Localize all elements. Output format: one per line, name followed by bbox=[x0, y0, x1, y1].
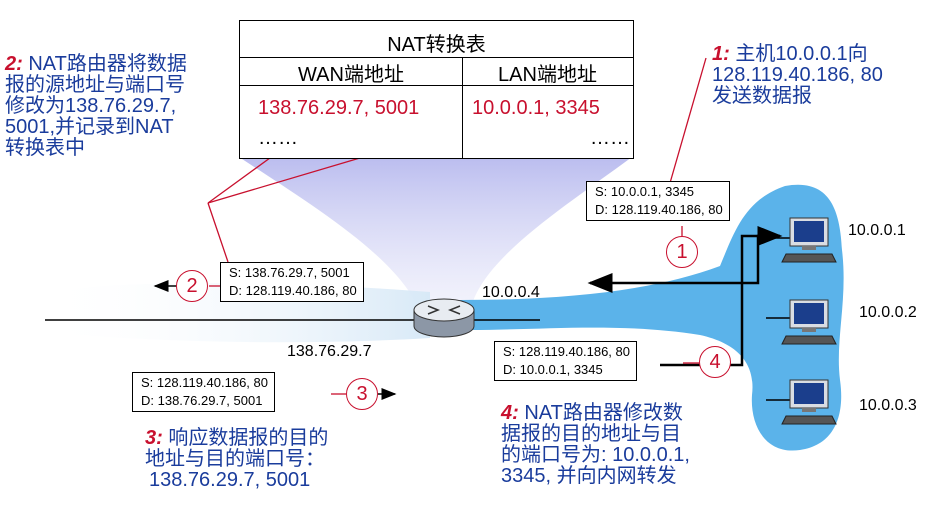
lan-header: LAN端地址 bbox=[498, 64, 597, 86]
note-line: 5001,并记录到NAT bbox=[5, 116, 174, 138]
router-lan-address: 10.0.0.4 bbox=[482, 284, 540, 301]
host3-address: 10.0.0.3 bbox=[859, 397, 917, 414]
wan-cell: …… bbox=[258, 127, 298, 149]
step1-note: 1: 主机10.0.0.1向 128.119.40.186, 80 发送数据报 bbox=[712, 44, 883, 107]
note-line: 的端口号为: 10.0.0.1, bbox=[501, 444, 690, 466]
step-number: 2: bbox=[5, 53, 23, 75]
packet-destination: D: 128.119.40.186, 80 bbox=[595, 202, 723, 217]
lan-cell: 10.0.0.1, 3345 bbox=[472, 97, 600, 119]
wan-header: WAN端地址 bbox=[298, 64, 404, 86]
packet-step4: S: 128.119.40.186, 80 D: 10.0.0.1, 3345 bbox=[494, 341, 637, 381]
packet-source: S: 128.119.40.186, 80 bbox=[503, 344, 630, 359]
note-line: NAT路由器将数据 bbox=[28, 53, 187, 75]
note-line: 发送数据报 bbox=[712, 85, 812, 107]
packet-source: S: 138.76.29.7, 5001 bbox=[229, 265, 350, 280]
note-line: 主机10.0.0.1向 bbox=[735, 43, 868, 65]
packet-destination: D: 10.0.0.1, 3345 bbox=[503, 362, 603, 377]
packet-destination: D: 138.76.29.7, 5001 bbox=[141, 393, 263, 408]
step-number: 3: bbox=[145, 427, 163, 449]
nat-translation-table: NAT转换表 WAN端地址 LAN端地址 138.76.29.7, 5001 1… bbox=[239, 20, 634, 159]
step2-note: 2: NAT路由器将数据 报的源地址与端口号 修改为138.76.29.7, 5… bbox=[5, 54, 187, 159]
computer-icon bbox=[781, 379, 837, 425]
table-glow bbox=[239, 157, 632, 312]
packet-step2: S: 138.76.29.7, 5001 D: 128.119.40.186, … bbox=[220, 262, 364, 302]
computer-icon bbox=[781, 299, 837, 345]
note-line: 报的源地址与端口号 bbox=[5, 74, 185, 96]
router-wan-address: 138.76.29.7 bbox=[287, 343, 372, 360]
note-line: 地址与目的端口号： bbox=[145, 448, 325, 470]
note-line: 据报的目的地址与目 bbox=[501, 423, 681, 445]
note-line: NAT路由器修改数 bbox=[524, 402, 683, 424]
packet-destination: D: 128.119.40.186, 80 bbox=[229, 283, 357, 298]
note-line: 3345, 并向内网转发 bbox=[501, 465, 677, 487]
note-line: 转换表中 bbox=[5, 137, 85, 159]
note-line: 128.119.40.186, 80 bbox=[712, 64, 883, 86]
note-line: 响应数据报的目的 bbox=[168, 427, 329, 449]
step-marker-2: 2 bbox=[176, 270, 208, 302]
host1-address: 10.0.0.1 bbox=[848, 222, 906, 239]
router-icon bbox=[413, 298, 475, 338]
host2-address: 10.0.0.2 bbox=[859, 304, 917, 321]
wan-cell: 138.76.29.7, 5001 bbox=[258, 97, 420, 119]
packet-step3: S: 128.119.40.186, 80 D: 138.76.29.7, 50… bbox=[132, 372, 275, 412]
lan-cloud bbox=[460, 184, 844, 451]
step-number: 4: bbox=[501, 402, 519, 424]
step-marker-3: 3 bbox=[346, 378, 378, 410]
step-marker-1: 1 bbox=[666, 236, 698, 268]
packet-source: S: 10.0.0.1, 3345 bbox=[595, 184, 695, 199]
packet-step1: S: 10.0.0.1, 3345 D: 128.119.40.186, 80 bbox=[586, 181, 730, 221]
note-line: 138.76.29.7, 5001 bbox=[149, 469, 311, 491]
step-marker-4: 4 bbox=[699, 346, 731, 378]
table-title: NAT转换表 bbox=[387, 34, 486, 56]
step3-note: 3: 响应数据报的目的 地址与目的端口号： 138.76.29.7, 5001 bbox=[145, 428, 328, 491]
lan-cell: …… bbox=[590, 127, 630, 149]
step-number: 1: bbox=[712, 43, 730, 65]
note-line: 修改为138.76.29.7, bbox=[5, 95, 177, 117]
step4-note: 4: NAT路由器修改数 据报的目的地址与目 的端口号为: 10.0.0.1, … bbox=[501, 403, 690, 487]
packet-source: S: 128.119.40.186, 80 bbox=[141, 375, 268, 390]
computer-icon bbox=[781, 217, 837, 263]
